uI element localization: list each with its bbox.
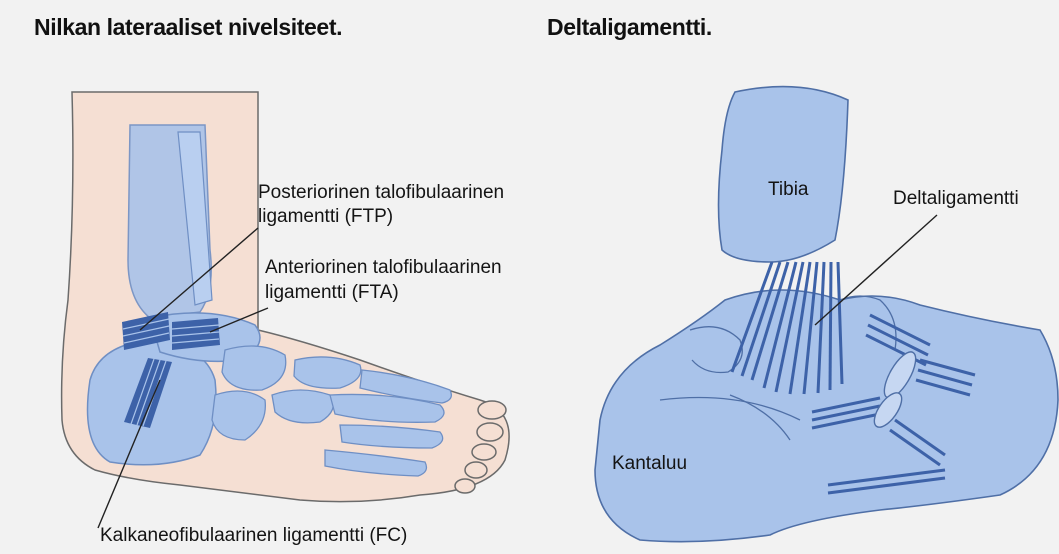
label-calcaneus: Kantaluu	[612, 452, 687, 476]
label-ftp-line1: Posteriorinen talofibulaarinen	[258, 181, 504, 205]
lateral-ankle-drawing	[62, 92, 509, 528]
label-fc: Kalkaneofibulaarinen ligamentti (FC)	[100, 524, 407, 548]
right-panel-title: Deltaligamentti.	[547, 14, 712, 41]
tibia-bone-medial	[719, 87, 849, 262]
left-panel-title: Nilkan lateraaliset nivelsiteet.	[34, 14, 342, 41]
label-deltaligament: Deltaligamentti	[893, 187, 1019, 211]
label-fta-line1: Anteriorinen talofibulaarinen	[265, 256, 502, 280]
label-ftp-line2: ligamentti (FTP)	[258, 205, 393, 229]
label-tibia: Tibia	[768, 178, 808, 202]
label-fta-line2: ligamentti (FTA)	[265, 281, 399, 305]
ligament-fta	[172, 318, 220, 350]
